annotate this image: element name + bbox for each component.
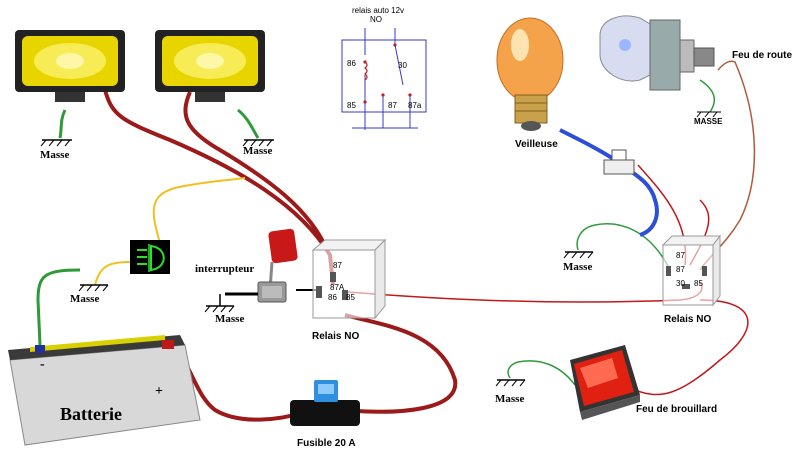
relay-schematic-subtitle: NO xyxy=(370,15,382,24)
masse-label-lamp-left: Masse xyxy=(40,149,69,161)
toggle-switch xyxy=(257,228,298,303)
wire-red-relay-loop xyxy=(634,299,749,396)
veilleuse-bulb xyxy=(496,17,564,131)
relay1-label: Relais NO xyxy=(312,331,359,342)
masse-label-indicator: Masse xyxy=(70,293,99,305)
wire-red-lamp-left xyxy=(103,89,335,286)
masse-label-lamp-right: Masse xyxy=(243,145,272,157)
ground-symbol-lamp-left xyxy=(40,139,72,147)
masse-label-headlight: MASSE xyxy=(694,117,723,126)
wire-green-relay2 xyxy=(576,223,671,271)
relay-schematic-pin-87a: 87a xyxy=(408,101,422,110)
wire-green-lamp-left xyxy=(58,109,67,139)
relay2-label: Relais NO xyxy=(664,314,711,325)
relay2-pin-87a: 87 xyxy=(676,265,685,274)
interrupteur-label: interrupteur xyxy=(195,263,254,275)
feu-de-brouillard-label: Feu de brouillard xyxy=(636,404,717,415)
relay-schematic-pin-85: 85 xyxy=(347,101,356,110)
ground-symbol-switch xyxy=(204,294,235,313)
masse-label-switch: Masse xyxy=(215,313,244,325)
battery-plus-sign: + xyxy=(155,384,163,399)
fog-lamp-left xyxy=(15,30,125,102)
relay-schematic-pin-87: 87 xyxy=(388,101,397,110)
ground-symbol-lamp-right xyxy=(242,139,274,147)
ground-symbol-relay2 xyxy=(563,251,594,259)
relay-schematic xyxy=(341,28,427,130)
relay1-pin-87a: 87A xyxy=(330,283,345,292)
feu-de-route-label: Feu de route xyxy=(732,50,792,61)
wire-green-headlight xyxy=(699,79,716,113)
rear-fog-light xyxy=(570,345,640,420)
ground-symbol-foglight xyxy=(495,379,526,387)
battery-label: Batterie xyxy=(60,404,122,424)
battery xyxy=(8,335,201,446)
relay1-pin-87: 87 xyxy=(333,261,342,270)
bulb-connector xyxy=(603,149,635,175)
ground-symbol-indicator xyxy=(78,284,109,292)
relay1-pin-86: 86 xyxy=(328,293,337,302)
wire-red-fuse-relay xyxy=(344,313,458,414)
fuse-holder xyxy=(290,380,360,426)
relay2-pin-87: 87 xyxy=(676,251,685,260)
relay2-pin-85: 85 xyxy=(694,279,703,288)
relay-schematic-title: relais auto 12v xyxy=(352,6,404,15)
ground-symbol-headlight xyxy=(696,111,721,118)
wire-yellow-ground xyxy=(94,261,131,286)
masse-label-relay2: Masse xyxy=(563,261,592,273)
wire-green-foglight xyxy=(507,360,576,386)
wire-green-lamp-right xyxy=(237,108,260,139)
wire-blue xyxy=(559,128,659,237)
fog-light-indicator-icon xyxy=(130,240,170,274)
relay1-pin-85: 85 xyxy=(346,293,355,302)
fog-lamp-right xyxy=(155,30,265,102)
wire-red-relay-link xyxy=(347,281,703,303)
masse-label-foglight: Masse xyxy=(495,393,524,405)
fuse-label: Fusible 20 A xyxy=(297,438,356,449)
wire-yellow xyxy=(152,177,246,244)
relay-schematic-pin-30: 30 xyxy=(398,61,407,70)
relay-2 xyxy=(661,234,722,307)
headlight-bulb xyxy=(599,15,715,91)
wire-red-lamp-right xyxy=(183,91,329,251)
veilleuse-label: Veilleuse xyxy=(515,139,558,150)
battery-minus-sign: - xyxy=(40,357,45,372)
relay-1 xyxy=(311,238,387,320)
wire-green-battery xyxy=(36,268,81,346)
relay-schematic-pin-86: 86 xyxy=(347,59,356,68)
relay2-pin-30: 30 xyxy=(676,279,685,288)
